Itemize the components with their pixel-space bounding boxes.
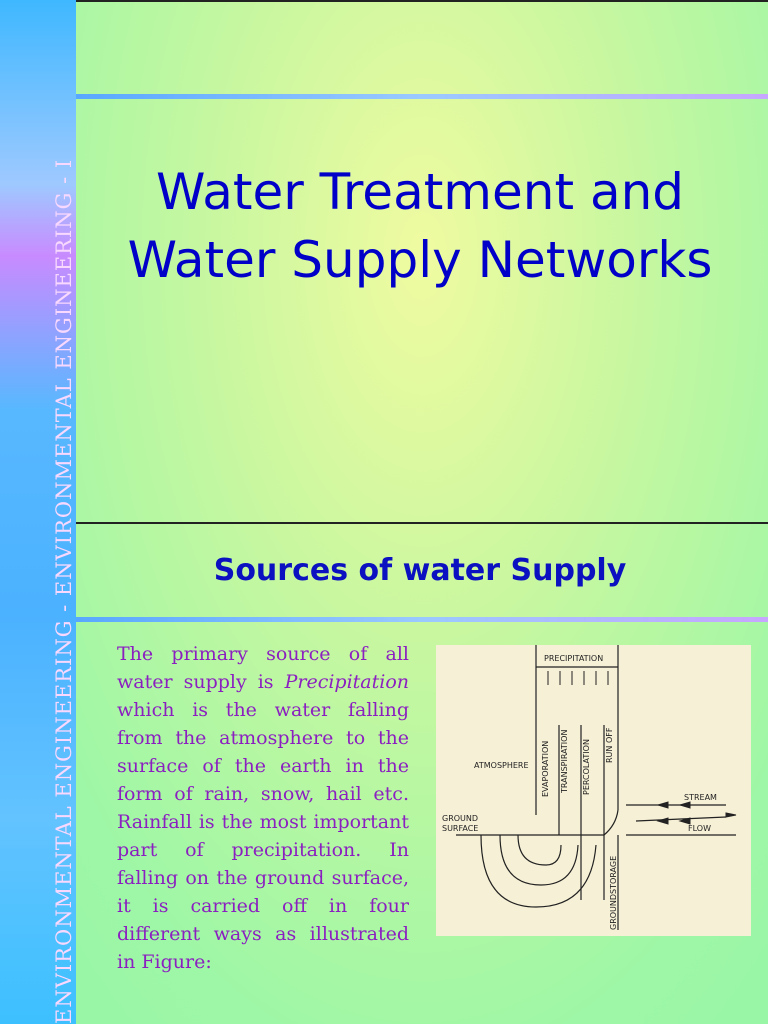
label-flow: FLOW bbox=[688, 824, 711, 833]
body-text-1: The primary source of all water supply i… bbox=[117, 643, 409, 693]
side-band: ENVIRONMENTAL ENGINEERING - ENVIRONMENTA… bbox=[0, 0, 76, 1024]
body-emphasis: Precipitation bbox=[284, 671, 409, 693]
side-banner-text: ENVIRONMENTAL ENGINEERING - ENVIRONMENTA… bbox=[52, 158, 76, 1024]
section-divider bbox=[76, 522, 768, 524]
body-text-2: which is the water falling from the atmo… bbox=[117, 699, 409, 973]
header-divider bbox=[76, 94, 768, 99]
label-run-off: RUN OFF bbox=[605, 727, 614, 763]
top-divider bbox=[76, 0, 768, 2]
label-percolation: PERCOLATION bbox=[582, 739, 591, 795]
label-ground: GROUND bbox=[442, 814, 478, 823]
label-surface: SURFACE bbox=[442, 824, 478, 833]
label-atmosphere: ATMOSPHERE bbox=[474, 761, 529, 770]
label-transpiration: TRANSPIRATION bbox=[560, 730, 569, 794]
label-precipitation: PRECIPITATION bbox=[544, 654, 603, 663]
slide-title: Water Treatment and Water Supply Network… bbox=[127, 163, 713, 289]
label-stream: STREAM bbox=[684, 793, 717, 802]
subtitle-divider bbox=[76, 617, 768, 622]
body-paragraph: The primary source of all water supply i… bbox=[117, 640, 409, 976]
label-evaporation: EVAPORATION bbox=[541, 741, 550, 797]
label-groundstorage: GROUNDSTORAGE bbox=[609, 856, 618, 930]
hydrologic-cycle-diagram: PRECIPITATION ATMOSPHERE EVAPORATION TRA… bbox=[442, 645, 737, 930]
hydrologic-cycle-figure: PRECIPITATION ATMOSPHERE EVAPORATION TRA… bbox=[436, 645, 751, 936]
section-heading: Sources of water Supply bbox=[213, 553, 627, 588]
